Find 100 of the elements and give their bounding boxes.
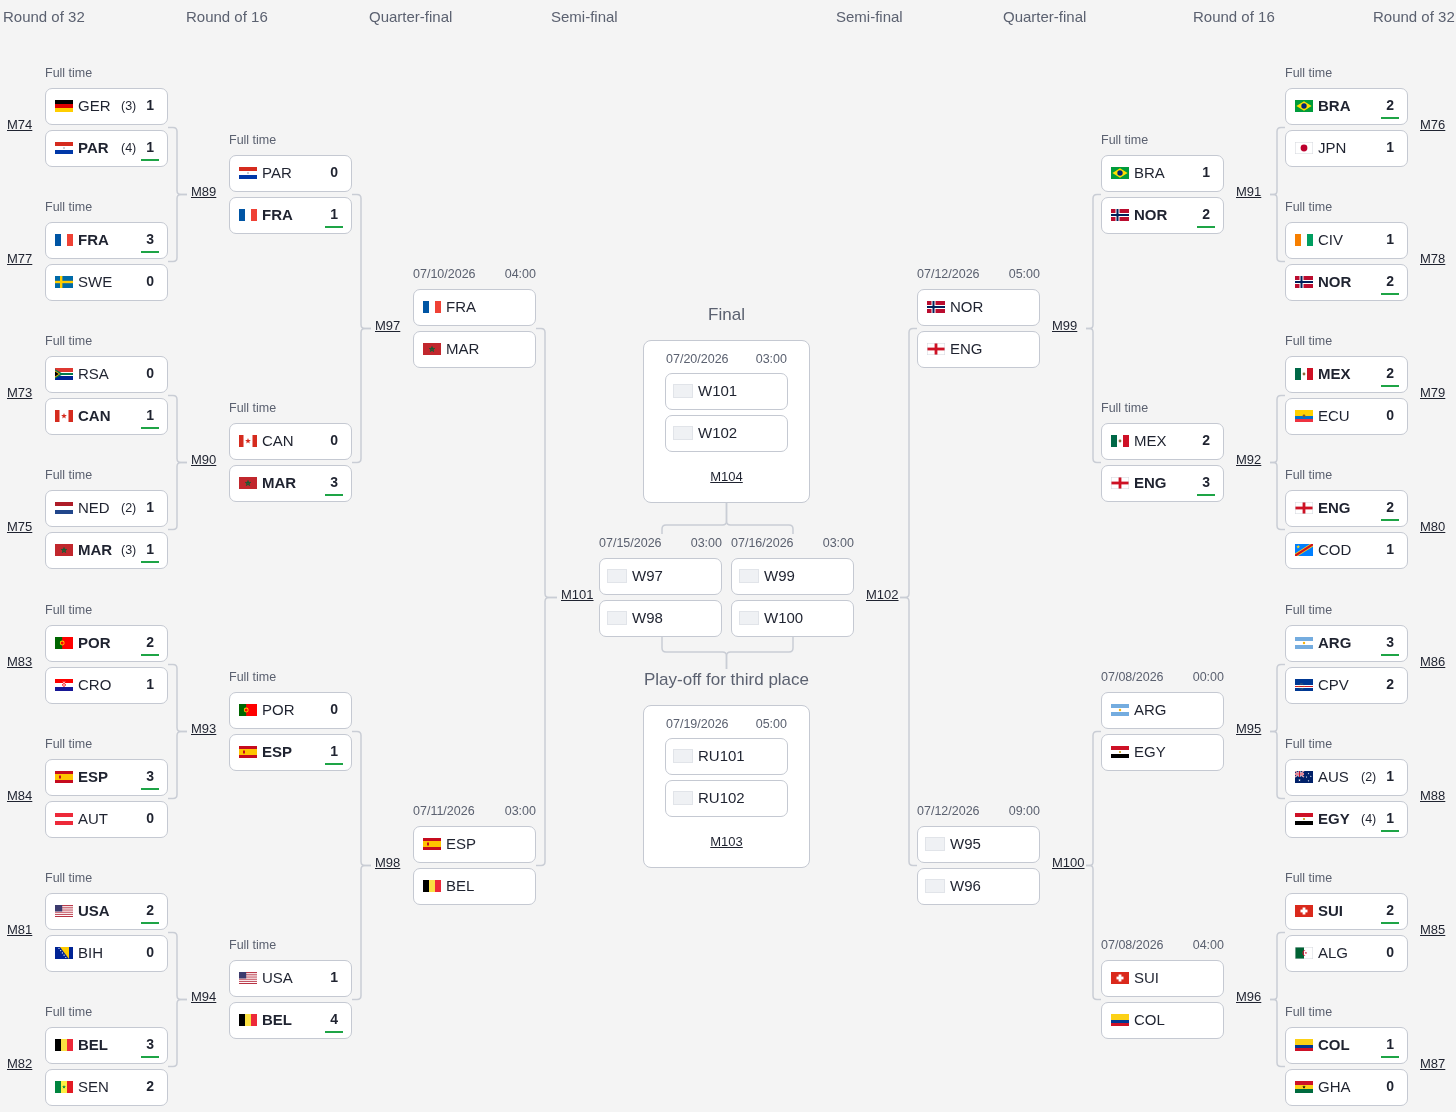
team-row [229, 960, 352, 997]
match-status: Full time [1285, 870, 1333, 886]
bracket-line [1269, 730, 1286, 800]
match-link: M103 [710, 834, 743, 850]
match-link: M96 [1236, 989, 1262, 1005]
team-name: COD [1318, 541, 1352, 559]
match-time: 05:00 [1008, 266, 1040, 282]
score: 2 [1202, 432, 1210, 449]
team-name: FRA [262, 206, 293, 224]
score: 2 [1381, 365, 1399, 387]
team-row [45, 667, 168, 704]
team-name: BEL [262, 1011, 292, 1029]
team-row [45, 356, 168, 393]
score: 1 [146, 97, 154, 114]
score: 1 [325, 743, 343, 765]
match-time: 03:00 [822, 535, 854, 551]
score: 3 [325, 474, 343, 496]
team-name: USA [262, 969, 293, 987]
score: 3 [141, 231, 159, 253]
team-row [599, 558, 722, 595]
match-title: Play-off for third place [644, 669, 809, 691]
team-name: CPV [1318, 676, 1349, 694]
match-link: M104 [710, 469, 743, 485]
score: 1 [1202, 164, 1210, 181]
bracket-line [167, 998, 188, 1068]
match-link: M100 [1052, 855, 1085, 871]
team-name: FRA [446, 298, 476, 316]
team-row [1285, 532, 1408, 569]
match-status: Full time [1101, 132, 1149, 148]
team-name: RU102 [698, 789, 745, 807]
score: 2 [1381, 273, 1399, 295]
score: 2 [141, 902, 159, 924]
round-heading: Round of 32 [1373, 8, 1455, 26]
team-name: W102 [698, 424, 738, 442]
team-name: MAR [78, 541, 113, 559]
score: 1 [325, 206, 343, 228]
team-name: W98 [632, 609, 663, 627]
match-status: Full time [229, 132, 277, 148]
score: 0 [330, 701, 338, 718]
team-name: BEL [78, 1036, 108, 1054]
score: 2 [146, 1078, 154, 1095]
match-link: M99 [1052, 318, 1078, 334]
score: 0 [146, 273, 154, 290]
team-row [413, 826, 536, 863]
team-row [45, 801, 168, 838]
team-name: CRO [78, 676, 112, 694]
round-heading: Quarter-final [369, 8, 453, 26]
team-row [665, 780, 788, 817]
team-row [413, 331, 536, 368]
team-name: GHA [1318, 1078, 1351, 1096]
bracket-line [167, 730, 188, 800]
team-row [1285, 356, 1408, 393]
team-name: W95 [950, 835, 981, 853]
team-row [45, 130, 168, 167]
match-link: M77 [7, 251, 33, 267]
team-row [1101, 465, 1224, 502]
score: 4 [325, 1011, 343, 1033]
bracket-line [725, 636, 794, 670]
team-row [1285, 625, 1408, 662]
match-link: M91 [1236, 184, 1262, 200]
match-status: Full time [1285, 333, 1333, 349]
team-name: SUI [1318, 902, 1343, 920]
bracket-line [1269, 193, 1286, 263]
score: 1 [141, 407, 159, 429]
team-row [1285, 88, 1408, 125]
team-row [1101, 692, 1224, 729]
match-link: M97 [375, 318, 401, 334]
team-row [413, 868, 536, 905]
match-link: M102 [866, 587, 899, 603]
penalty-score: (2) [121, 500, 137, 516]
score: 1 [1386, 768, 1394, 785]
team-row [229, 1002, 352, 1039]
team-name: CIV [1318, 231, 1343, 249]
match-link: M93 [191, 721, 217, 737]
round-heading: Round of 32 [3, 8, 85, 26]
score: 0 [146, 365, 154, 382]
round-heading: Semi-final [836, 8, 903, 26]
team-name: W97 [632, 567, 663, 585]
match-time: 03:00 [755, 351, 787, 367]
match-status: Full time [1285, 1004, 1333, 1020]
team-row [917, 289, 1040, 326]
bracket-line [1085, 327, 1102, 464]
score: 1 [146, 499, 154, 516]
team-name: USA [78, 902, 110, 920]
match-link: M95 [1236, 721, 1262, 737]
team-name: SUI [1134, 969, 1159, 987]
match-status: Full time [45, 333, 93, 349]
team-name: ESP [262, 743, 292, 761]
score: 1 [330, 969, 338, 986]
team-row [45, 1069, 168, 1106]
team-name: CAN [262, 432, 294, 450]
round-heading: Quarter-final [1003, 8, 1087, 26]
team-row [1285, 893, 1408, 930]
team-row [1285, 1069, 1408, 1106]
score: 1 [1381, 810, 1399, 832]
team-row [45, 935, 168, 972]
match-date: 07/10/2026 [413, 266, 476, 282]
match-time: 09:00 [1008, 803, 1040, 819]
team-name: MAR [262, 474, 297, 492]
score: 2 [1197, 206, 1215, 228]
